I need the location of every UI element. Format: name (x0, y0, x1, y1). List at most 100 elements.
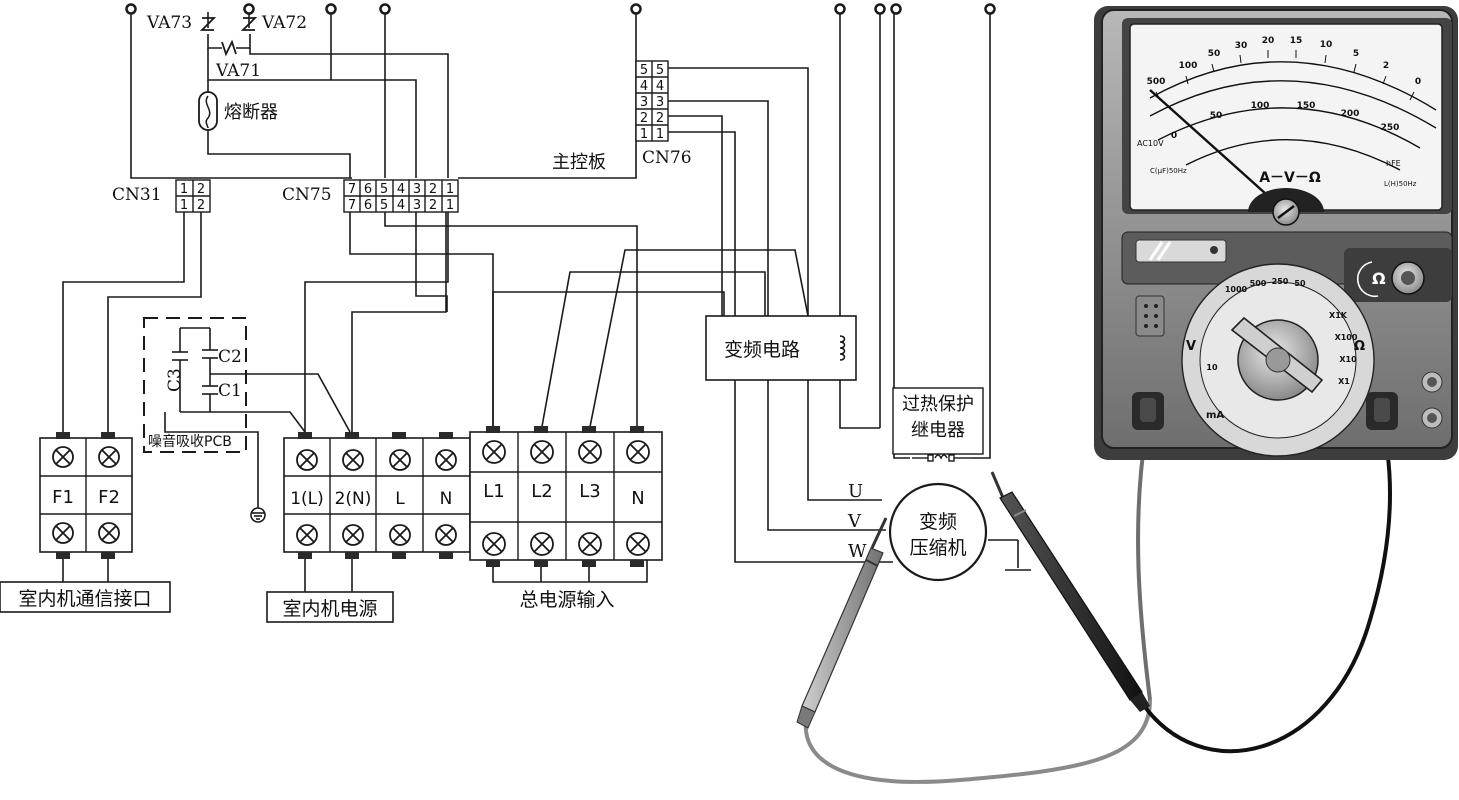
dial-range: X10 (1339, 355, 1357, 364)
indoor-n2-label: N (440, 489, 453, 509)
dcv-scale-tick: 0 (1171, 131, 1177, 141)
scale-function-label: A－V－Ω (1259, 170, 1321, 186)
cn75-pin: 1 (446, 182, 454, 197)
cn75-label: CN75 (282, 185, 332, 205)
indoor-n-label: 2(N) (335, 489, 372, 509)
cap-label: C(μF)50Hz (1150, 167, 1187, 175)
terminal-circle (630, 3, 642, 15)
main-power-caption: 总电源输入 (519, 589, 614, 611)
cn75-pin: 5 (380, 198, 388, 213)
hfe-label: hFE (1386, 159, 1401, 168)
cn76-pin: 5 (656, 63, 664, 78)
phase-w-label: W (848, 541, 867, 562)
grey-probe (796, 517, 888, 729)
ind-label: L(H)50Hz (1384, 180, 1417, 188)
cn76-label: CN76 (642, 148, 692, 168)
cn31-pin: 1 (180, 182, 188, 197)
ohm-scale-tick: 100 (1179, 61, 1198, 71)
va71-label: VA71 (215, 61, 261, 81)
relay-box (892, 387, 984, 455)
varistor-symbols (199, 17, 258, 57)
cn75-pin: 3 (413, 198, 421, 213)
cn31-connector (175, 179, 211, 213)
terminal-circle (379, 3, 391, 15)
terminal-circle (984, 3, 996, 15)
c1-label: C1 (218, 381, 242, 401)
screw-icon (296, 449, 457, 546)
ohm-scale-tick: 20 (1262, 36, 1275, 46)
n-label: N (631, 488, 644, 509)
ohm-scale-tick: 30 (1235, 41, 1248, 51)
dial-range: X100 (1335, 333, 1358, 342)
phase-v-label: V (847, 511, 862, 532)
ohm-scale-tick: 10 (1320, 40, 1333, 50)
earth-symbol (250, 507, 266, 523)
relay-line2: 继电器 (911, 420, 965, 441)
inverter-box (705, 315, 857, 381)
indoor-l-label: 1(L) (290, 489, 324, 509)
cn31-label: CN31 (112, 185, 162, 205)
ohm-scale-tick: 500 (1147, 77, 1166, 87)
terminal-circle (125, 3, 137, 15)
l2-label: L2 (531, 481, 552, 502)
ohm-scale-tick: 50 (1208, 49, 1221, 59)
cn75-pin: 4 (397, 198, 405, 213)
dial-range: 1000 (1225, 285, 1248, 294)
va72-label: VA72 (261, 13, 307, 33)
dial-range: 500 (1250, 279, 1267, 288)
dial-v-label: V (1186, 339, 1196, 354)
f1-label: F1 (52, 487, 74, 508)
cn31-pin: 2 (197, 198, 205, 213)
main-power-terminal-block (469, 426, 663, 567)
c3-label: C3 (165, 368, 185, 392)
relay-contact-icon (912, 454, 970, 462)
terminal-circle (243, 3, 255, 15)
transistor-socket (1135, 295, 1165, 337)
dial-range: 50 (1294, 279, 1306, 288)
cn75-pin: 2 (429, 182, 437, 197)
cn76-pin: 1 (656, 127, 664, 142)
cn76-connector (635, 60, 669, 142)
noise-pcb-label: 噪音吸收PCB (148, 433, 232, 450)
dial-ohm-label: Ω (1354, 339, 1365, 354)
fuse-label: 熔断器 (224, 102, 278, 123)
f2-label: F2 (98, 487, 120, 508)
acv-label: AC10V (1137, 139, 1164, 148)
cn75-pin: 6 (364, 182, 372, 197)
dial-range: 250 (1272, 277, 1289, 286)
dcv-scale-tick: 150 (1297, 101, 1316, 111)
noise-capacitors (172, 327, 218, 413)
dcv-scale-tick: 50 (1210, 111, 1223, 121)
cn75-pin: 2 (429, 198, 437, 213)
cn76-pin: 4 (656, 79, 664, 94)
cn76-pin: 1 (640, 127, 648, 142)
cn76-pin: 2 (640, 111, 648, 126)
cn76-pin: 5 (640, 63, 648, 78)
phase-u-label: U (848, 481, 863, 502)
ohm-scale-tick: 0 (1415, 77, 1421, 87)
cn75-pin: 6 (364, 198, 372, 213)
comm-terminal-block (39, 432, 133, 559)
black-probe-lead (1138, 419, 1392, 754)
ohm-scale-tick: 15 (1290, 36, 1303, 46)
input-terminals (125, 3, 996, 15)
terminal-circle (890, 3, 902, 15)
noise-pcb-box (143, 317, 247, 453)
terminal-circle (834, 3, 846, 15)
dial-ma-label: mA (1206, 410, 1224, 421)
cn75-pin: 3 (413, 182, 421, 197)
indoor-l2-label: L (395, 489, 405, 509)
screw-icon (52, 446, 120, 544)
terminal-circle (874, 3, 886, 15)
ohm-scale-tick: 2 (1383, 61, 1389, 71)
multimeter: 500 100 50 30 20 15 10 5 2 0 0 50 100 15… (1094, 6, 1458, 460)
black-probe (990, 471, 1150, 712)
coil-icon (839, 335, 846, 361)
l1-label: L1 (483, 481, 504, 502)
va73-label: VA73 (146, 13, 192, 33)
dial-range: X1 (1338, 377, 1350, 386)
main-board-label: 主控板 (552, 152, 606, 173)
cn31-pin: 2 (197, 182, 205, 197)
ohm-adjust-label: Ω (1372, 269, 1386, 288)
cn76-pin: 3 (640, 95, 648, 110)
